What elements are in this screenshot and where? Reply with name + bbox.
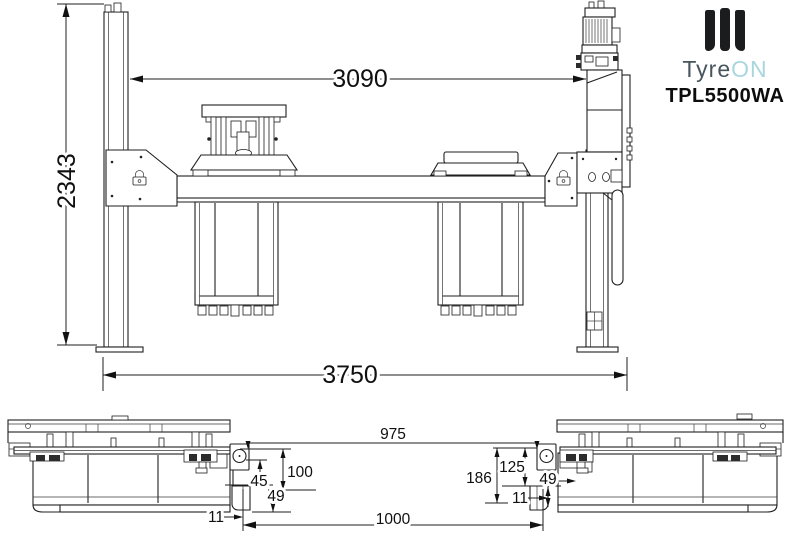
right-table-feet bbox=[440, 304, 517, 317]
side-view: 3090 2343 3750 bbox=[50, 0, 633, 392]
right-runway-section bbox=[529, 413, 784, 513]
electric-motor bbox=[582, 16, 621, 46]
logo-bar-icon bbox=[705, 10, 715, 51]
dim-label-49-right: 49 bbox=[539, 471, 556, 488]
right-carriage-bracket bbox=[544, 151, 623, 207]
jacking-beam bbox=[189, 104, 299, 177]
dim-label-49-left: 49 bbox=[267, 488, 284, 505]
dim-inner-width: 3090 bbox=[130, 62, 586, 96]
runway-beam bbox=[176, 175, 546, 203]
left-table-feet bbox=[197, 304, 274, 317]
left-wheel-clamp bbox=[29, 451, 65, 462]
dim-overall-height: 2343 bbox=[50, 3, 104, 346]
logo-bar-icon bbox=[720, 8, 730, 51]
dim-label-975: 975 bbox=[380, 426, 406, 443]
safety-lock-icon bbox=[556, 170, 571, 186]
brand-name-primary: Tyre bbox=[682, 56, 732, 82]
brand-wordmark: TyreON bbox=[645, 56, 800, 83]
dim-label-186: 186 bbox=[466, 470, 492, 487]
left-inner-clamp bbox=[183, 449, 218, 474]
dim-label-3750: 3750 bbox=[322, 361, 378, 389]
safety-lock-icon bbox=[132, 170, 147, 186]
left-approach-lip bbox=[231, 485, 251, 511]
right-roller bbox=[536, 443, 557, 471]
left-carriage-bracket bbox=[105, 149, 178, 207]
tyreon-logo-icon bbox=[645, 8, 800, 51]
right-inner-clamp bbox=[559, 449, 594, 474]
dim-label-11-left: 11 bbox=[208, 509, 224, 526]
dim-track-width: 1000 bbox=[242, 489, 544, 531]
brand-logo: TyreON TPL5500WA bbox=[645, 8, 800, 108]
brand-name-secondary: ON bbox=[731, 56, 768, 82]
hydraulic-pump bbox=[576, 52, 619, 71]
right-lift-table bbox=[437, 201, 524, 317]
model-number: TPL5500WA bbox=[665, 85, 785, 107]
dim-label-1000: 1000 bbox=[376, 511, 411, 528]
left-lift-table bbox=[194, 201, 279, 317]
power-unit bbox=[576, 0, 633, 188]
right-wheel-clamp bbox=[712, 451, 748, 462]
dim-label-2343: 2343 bbox=[53, 153, 81, 209]
left-roller bbox=[229, 443, 250, 471]
dim-label-125: 125 bbox=[499, 459, 525, 476]
dim-label-3090: 3090 bbox=[332, 65, 388, 93]
dim-overall-length: 3750 bbox=[102, 357, 628, 392]
platform-section-view: 975 100 45 49 11 bbox=[7, 413, 784, 531]
wheel-support-tray bbox=[430, 151, 531, 177]
dim-label-45: 45 bbox=[250, 473, 267, 490]
right-post bbox=[576, 149, 619, 353]
dim-left-details: 100 45 49 11 bbox=[205, 448, 316, 529]
hydraulic-hose bbox=[602, 189, 624, 286]
logo-bar-icon bbox=[735, 10, 745, 51]
left-runway-section bbox=[7, 415, 251, 513]
dim-runway-gap: 975 bbox=[245, 423, 540, 449]
dim-label-100: 100 bbox=[287, 464, 313, 481]
dim-right-details: 186 125 49 11 bbox=[463, 447, 576, 510]
dim-label-11-right: 11 bbox=[512, 490, 528, 507]
power-unit-cover bbox=[586, 69, 623, 153]
